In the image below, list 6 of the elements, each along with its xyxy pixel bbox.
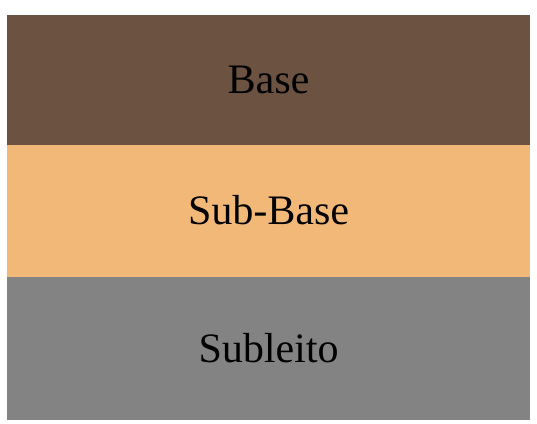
- layer-label: Subleito: [198, 324, 338, 372]
- soil-layer: [7, 145, 530, 277]
- soil-layer: [7, 15, 530, 145]
- layer-label: Base: [228, 56, 310, 104]
- layer-label: Sub-Base: [188, 187, 349, 235]
- soil-layer: [7, 277, 530, 420]
